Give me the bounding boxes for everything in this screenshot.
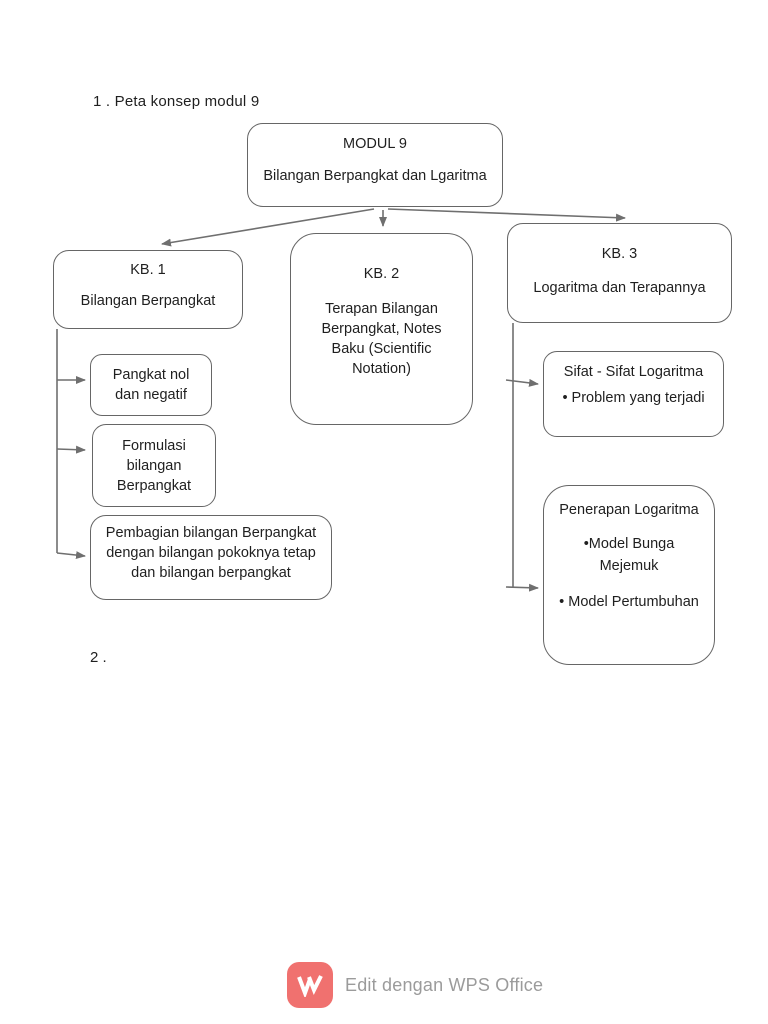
node-kb1-title: KB. 1 (130, 262, 166, 278)
page-heading: 1 . Peta konsep modul 9 (93, 93, 260, 110)
node-penerapan-title: Penerapan Logaritma (559, 502, 699, 518)
node-kb2: KB. 2 Terapan Bilangan Berpangkat, Notes… (290, 233, 473, 425)
node-sifat-bullet: • Problem yang terjadi (562, 390, 705, 406)
connector-kb1-child2 (56, 445, 86, 454)
node-sifat-title: Sifat - Sifat Logaritma (563, 364, 704, 380)
node-sifat-logaritma: Sifat - Sifat Logaritma • Problem yang t… (543, 351, 724, 437)
node-modul9-title: MODUL 9 (343, 136, 407, 152)
section-2-label: 2 . (90, 649, 107, 666)
wps-office-logo-icon[interactable] (287, 962, 333, 1008)
node-kb1-subtitle: Bilangan Berpangkat (80, 293, 216, 309)
node-formulasi-label: Formulasi bilangan Berpangkat (116, 437, 192, 494)
node-penerapan-bullet-1: •Model Bunga Mejemuk (583, 536, 675, 574)
edit-with-wps-label[interactable]: Edit dengan WPS Office (345, 974, 544, 995)
connector-root-kb3 (387, 208, 626, 222)
node-kb1: KB. 1 Bilangan Berpangkat (53, 250, 243, 329)
connector-kb3-child2 (505, 583, 539, 592)
node-pembagian-label: Pembagian bilangan Berpangkat dengan bil… (105, 525, 317, 581)
node-modul9: MODUL 9 Bilangan Berpangkat dan Lgaritma (247, 123, 503, 207)
connector-kb1-child3 (56, 551, 86, 560)
node-kb2-title: KB. 2 (363, 266, 400, 282)
wps-w-icon (297, 975, 323, 997)
node-kb3: KB. 3 Logaritma dan Terapannya (507, 223, 732, 323)
node-pangkat-nol: Pangkat nol dan negatif (90, 354, 212, 416)
node-kb3-title: KB. 3 (601, 246, 638, 262)
node-penerapan-logaritma: Penerapan Logaritma •Model Bunga Mejemuk… (543, 485, 715, 665)
connector-kb3-child1 (505, 378, 539, 387)
node-pangkat-nol-label: Pangkat nol dan negatif (112, 367, 190, 403)
edit-with-wps-button[interactable]: Edit dengan WPS Office (287, 962, 543, 1008)
node-pembagian: Pembagian bilangan Berpangkat dengan bil… (90, 515, 332, 600)
node-formulasi: Formulasi bilangan Berpangkat (92, 424, 216, 507)
node-penerapan-bullet-2: • Model Pertumbuhan (559, 594, 699, 610)
node-kb3-subtitle: Logaritma dan Terapannya (533, 280, 706, 296)
node-modul9-subtitle: Bilangan Berpangkat dan Lgaritma (263, 168, 487, 184)
node-kb2-body: Terapan Bilangan Berpangkat, Notes Baku … (321, 301, 442, 377)
